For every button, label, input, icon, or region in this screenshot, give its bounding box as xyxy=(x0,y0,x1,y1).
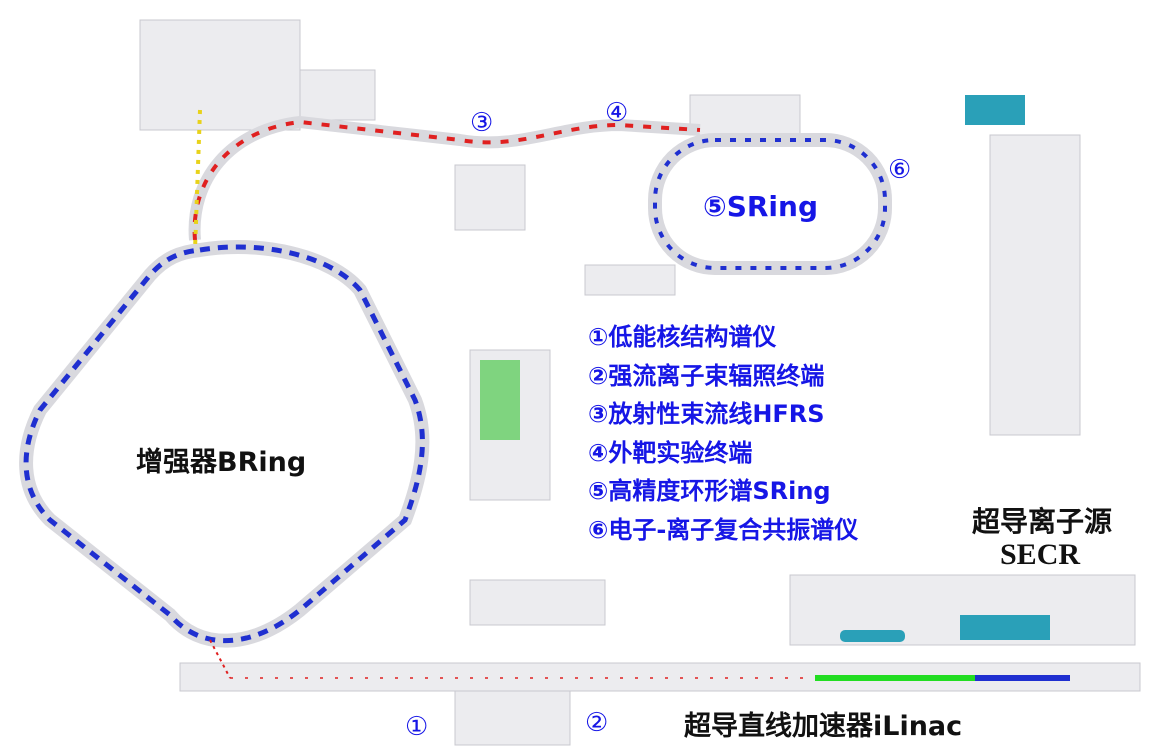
legend-item: ⑤高精度环形谱SRing xyxy=(588,477,831,505)
bring-label: 增强器BRing xyxy=(136,447,307,478)
legend-item: ②强流离子束辐照终端 xyxy=(588,361,825,390)
building-sring-top xyxy=(689,94,801,136)
legend-item: ④外靶实验终端 xyxy=(588,438,753,467)
hfrs-equipment xyxy=(480,360,520,440)
ion-source-equipment xyxy=(965,95,1025,125)
building-hfrs-station xyxy=(454,164,526,231)
hfrs-beamline xyxy=(192,119,701,241)
sring-label: ⑤SRing xyxy=(703,190,819,223)
marker-6: ⑥ xyxy=(888,155,912,185)
legend-item: ①低能核结构谱仪 xyxy=(588,323,777,351)
legend-item: ⑥电子-离子复合共振谱仪 xyxy=(588,515,859,544)
marker-3: ③ xyxy=(470,108,494,138)
legend-item: ③放射性束流线HFRS xyxy=(588,400,825,428)
secr-label-en: SECR xyxy=(1000,538,1081,571)
transfer-line xyxy=(193,109,202,251)
building-top-left xyxy=(139,19,301,131)
building-top xyxy=(299,69,376,121)
secr-equipment xyxy=(960,615,1050,640)
ilinac-label: 超导直线加速器iLinac xyxy=(684,711,963,742)
building-sring-bottom xyxy=(584,264,676,296)
marker-2: ② xyxy=(585,708,609,738)
marker-4: ④ xyxy=(605,98,629,128)
building-terminal xyxy=(454,689,571,746)
building-right-tall xyxy=(989,134,1081,436)
bring-beamline xyxy=(23,244,425,644)
secr-label-cn: 超导离子源 xyxy=(972,505,1113,538)
sring-beamline xyxy=(653,138,887,270)
building-lower-center xyxy=(469,579,606,626)
marker-1: ① xyxy=(405,712,429,742)
legend: ①低能核结构谱仪 ②强流离子束辐照终端 ③放射性束流线HFRS ④外靶实验终端 … xyxy=(588,318,858,549)
secr-equipment xyxy=(840,630,905,642)
linac-to-bring xyxy=(209,639,231,679)
